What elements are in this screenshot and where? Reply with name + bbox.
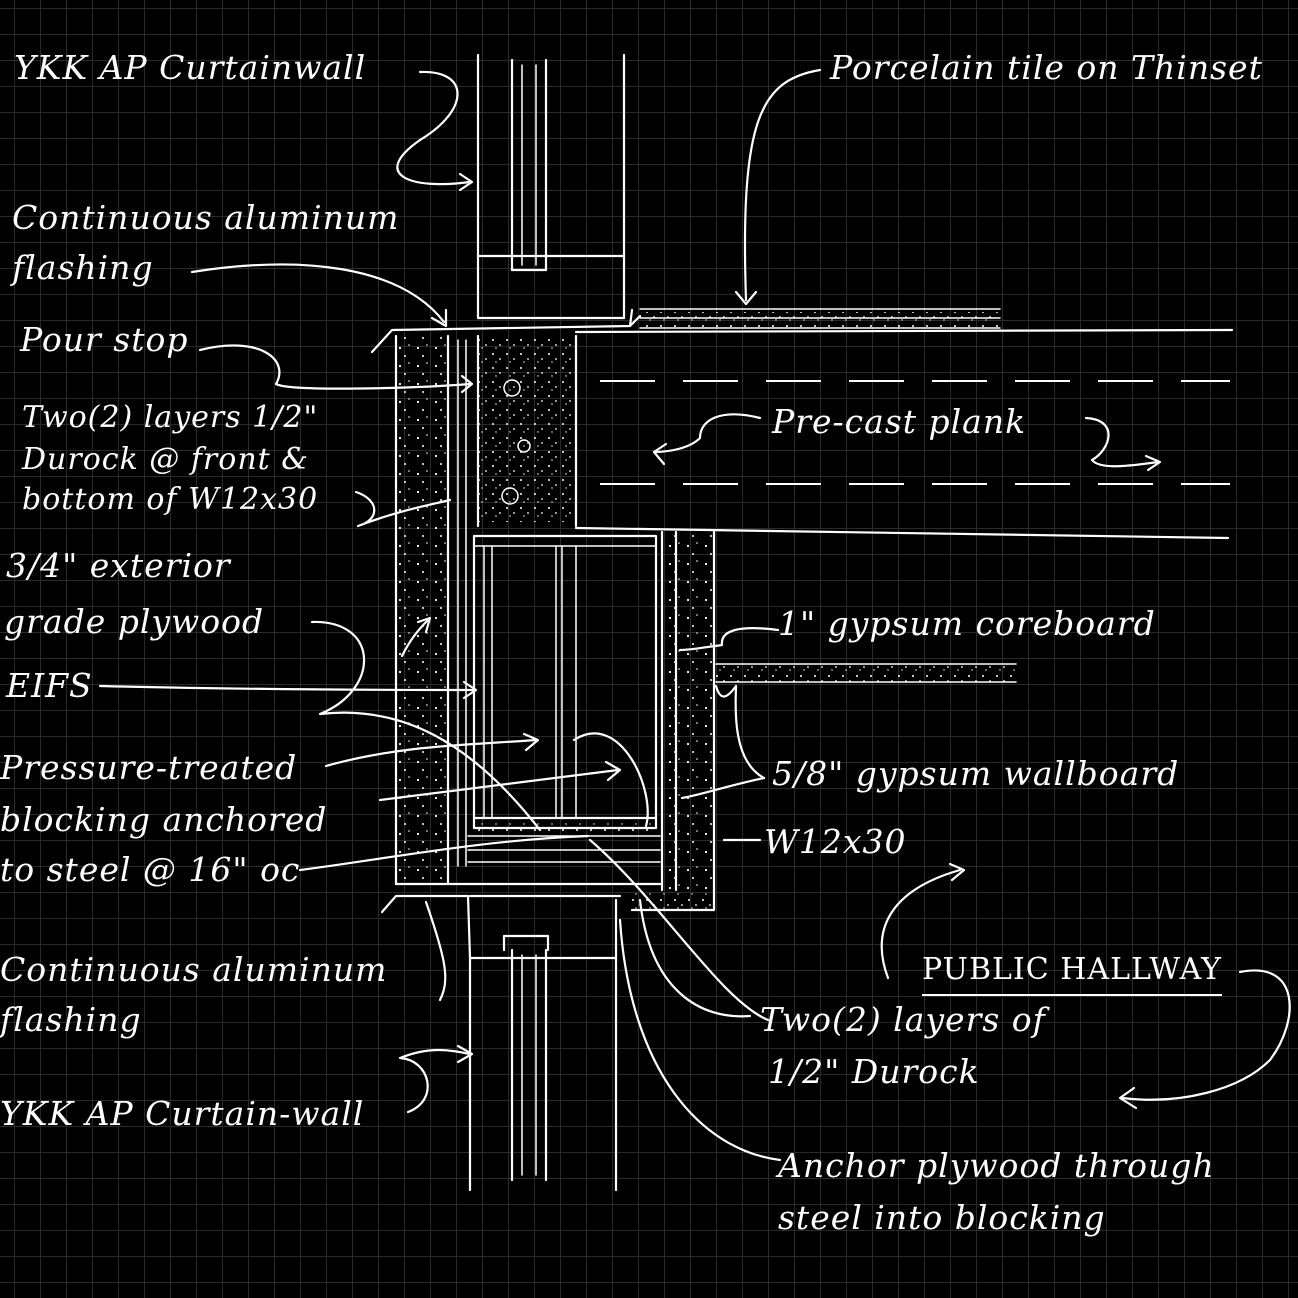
label-porcelain-tile: Porcelain tile on Thinset xyxy=(830,48,1263,87)
label-durock-front-3: bottom of W12x30 xyxy=(22,482,319,517)
aluminum-flashing-top xyxy=(370,308,642,354)
label-wallboard: 5/8" gypsum wallboard xyxy=(772,754,1180,793)
coreboard-wall xyxy=(630,530,716,912)
pour-stop-concrete xyxy=(476,334,578,528)
label-blocking-2: blocking anchored xyxy=(0,800,328,839)
curtainwall-upper xyxy=(476,53,626,320)
label-plywood-1: 3/4" exterior xyxy=(6,546,231,585)
label-anchor-2: steel into blocking xyxy=(778,1198,1106,1237)
steel-beam-w12x30 xyxy=(467,534,661,863)
label-precast-plank: Pre-cast plank xyxy=(772,402,1027,441)
label-flashing-bottom-1: Continuous aluminum xyxy=(0,950,388,989)
label-plywood-2: grade plywood xyxy=(4,602,265,641)
curtainwall-lower xyxy=(380,894,622,1192)
label-steel-beam: W12x30 xyxy=(764,822,907,861)
label-flashing-bottom-2: flashing xyxy=(0,1000,142,1039)
leader-lines xyxy=(98,68,1291,1162)
label-coreboard: 1" gypsum coreboard xyxy=(778,604,1156,643)
label-durock-bottom-1: Two(2) layers of xyxy=(760,1000,1046,1039)
label-durock-front-2: Durock @ front & xyxy=(22,442,309,477)
label-eifs: EIFS xyxy=(6,666,93,705)
label-curtainwall-top: YKK AP Curtainwall xyxy=(14,48,367,87)
label-blocking-3: to steel @ 16" oc xyxy=(0,850,301,889)
label-pour-stop: Pour stop xyxy=(20,320,189,359)
label-curtainwall-bottom: YKK AP Curtain-wall xyxy=(0,1094,365,1133)
label-anchor-1: Anchor plywood through xyxy=(778,1146,1215,1185)
porcelain-tile xyxy=(639,308,1001,329)
label-durock-bottom-2: 1/2" Durock xyxy=(768,1052,980,1091)
label-durock-front-1: Two(2) layers 1/2" xyxy=(22,400,319,435)
precast-plank xyxy=(574,328,1234,540)
label-flashing-top-2: flashing xyxy=(12,248,154,287)
label-flashing-top-1: Continuous aluminum xyxy=(12,198,400,237)
gypsum-wallboard xyxy=(715,663,1017,683)
label-blocking-1: Pressure-treated xyxy=(0,748,298,787)
eifs-slab-edge xyxy=(394,334,662,886)
label-public-hallway: PUBLIC HALLWAY xyxy=(922,948,1222,996)
